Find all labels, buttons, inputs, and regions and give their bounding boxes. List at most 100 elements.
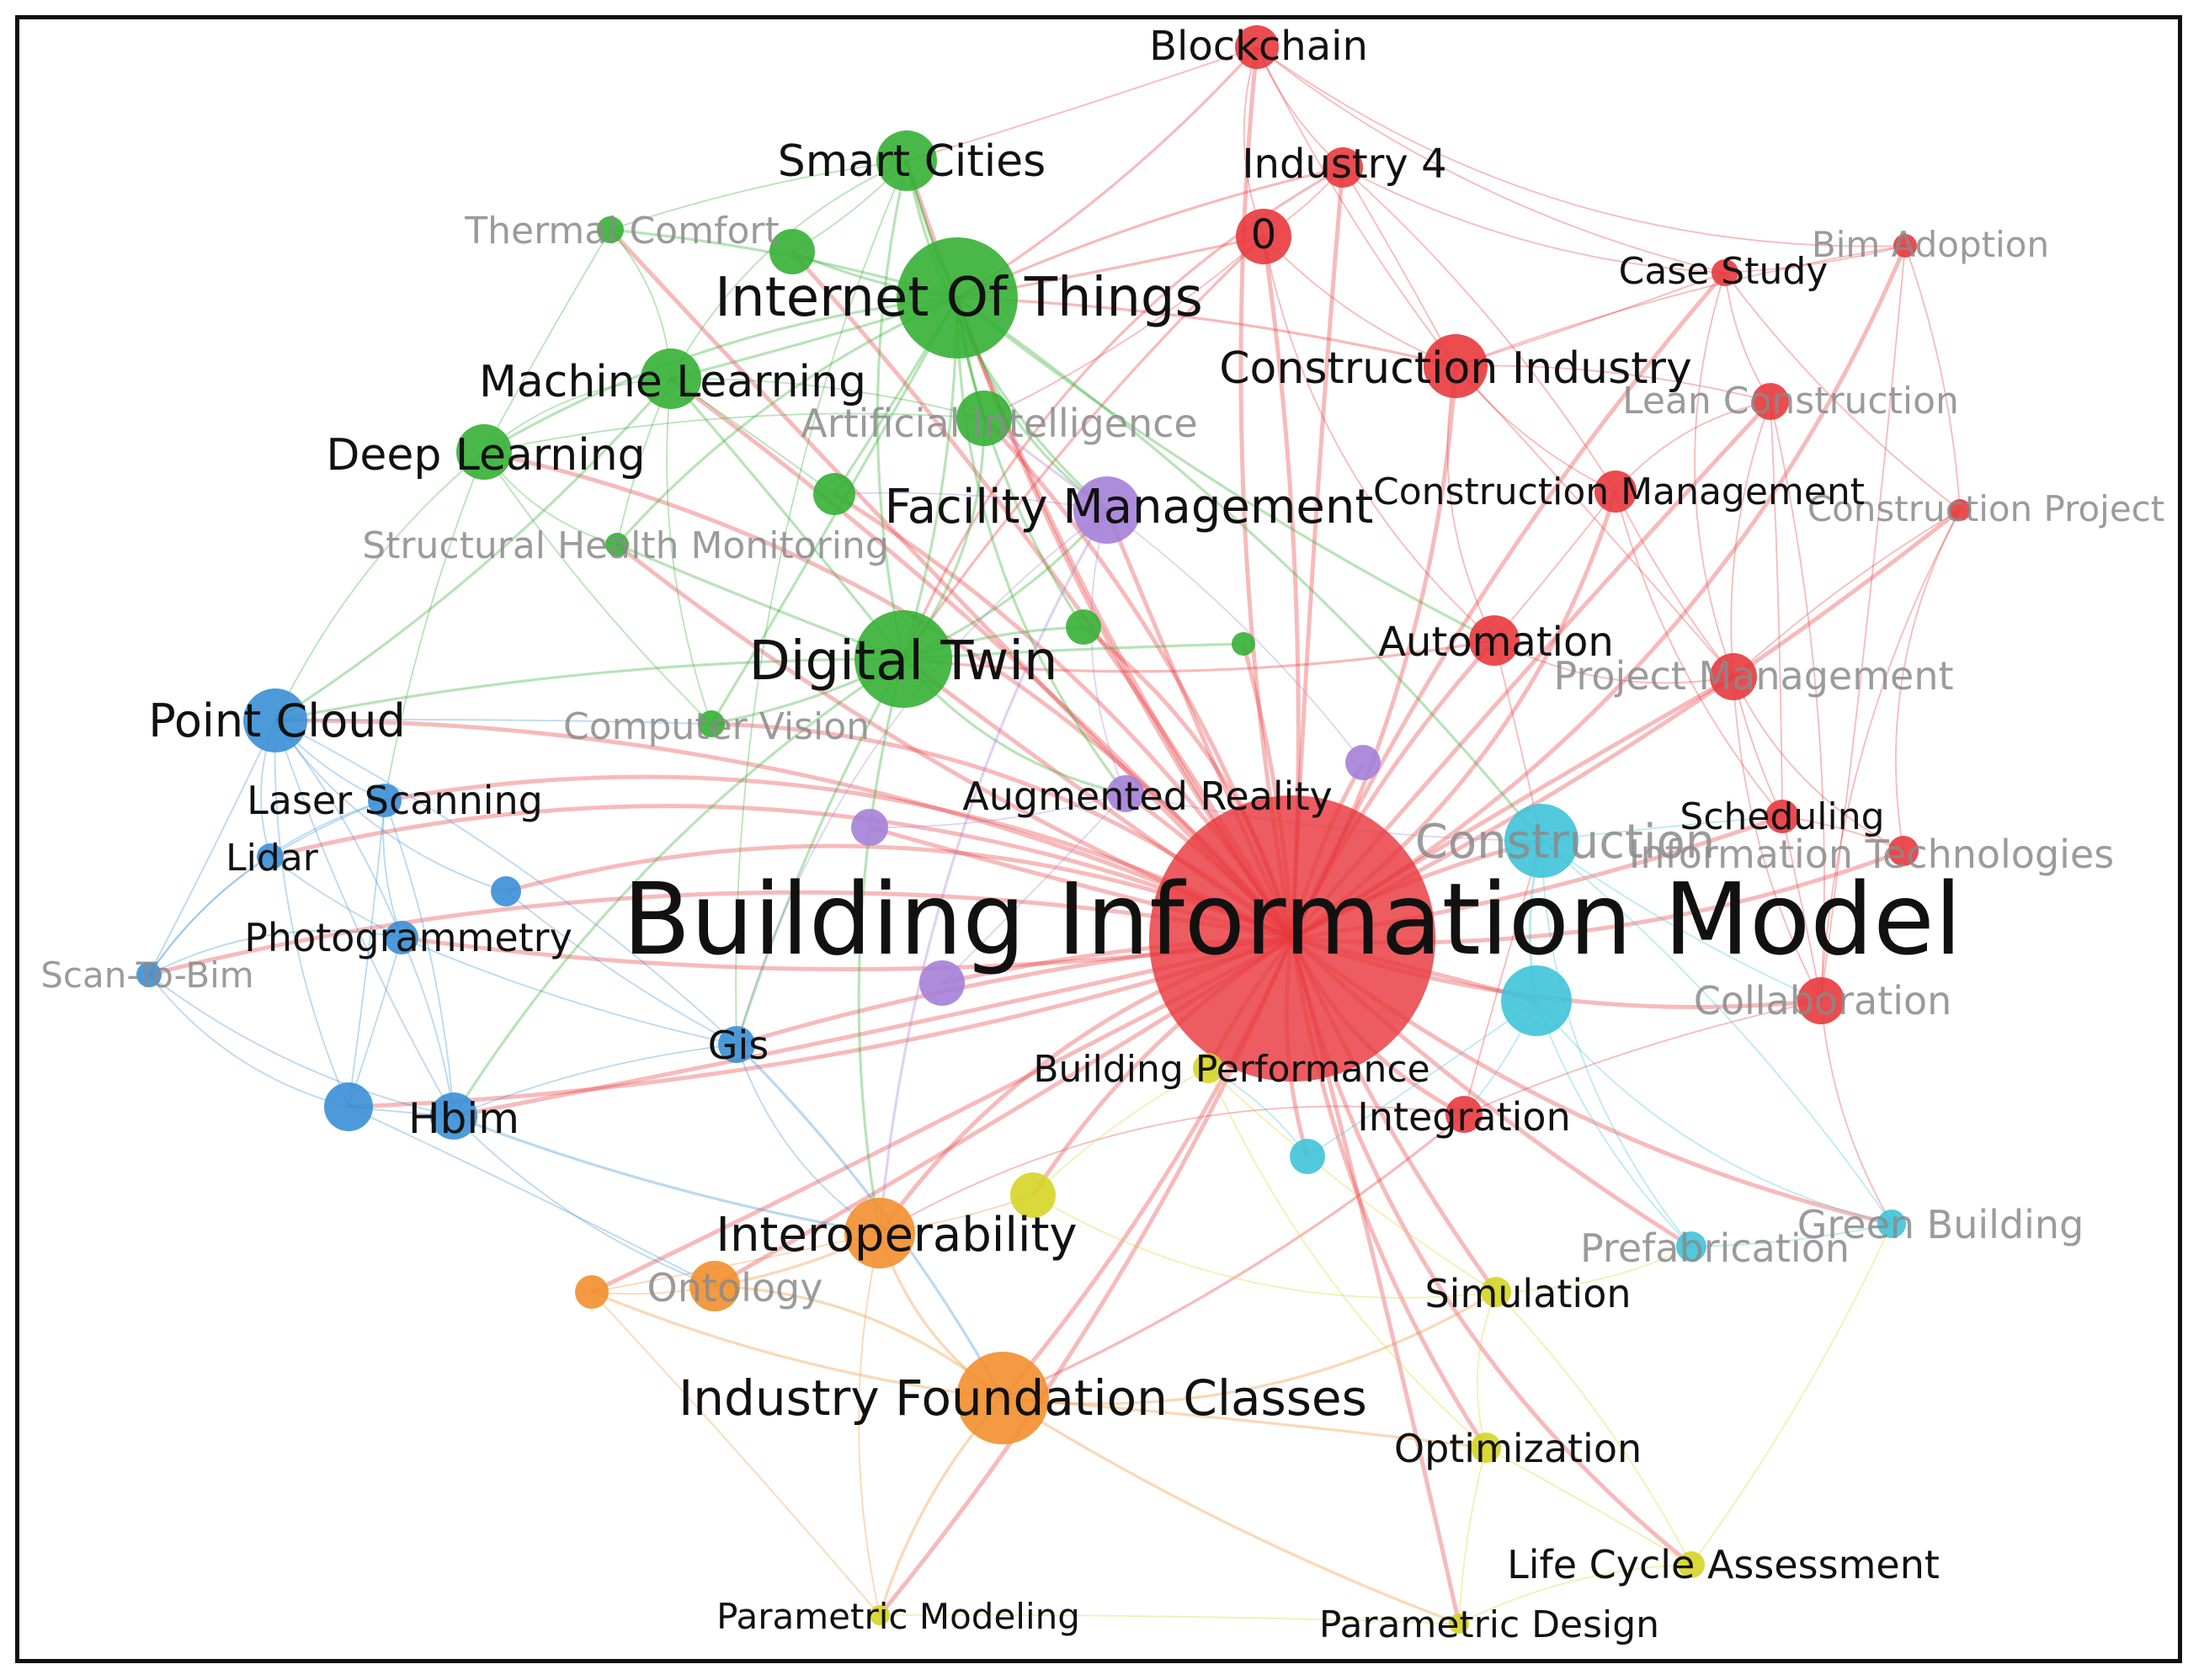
node-smartcities[interactable] [876,130,937,191]
node-casestudy[interactable] [1712,259,1738,286]
node-photogrammetry[interactable] [385,921,418,954]
node-orangenode1[interactable] [575,1275,609,1309]
node-cyannode2[interactable] [1290,1139,1325,1174]
node-greenbuilding[interactable] [1877,1209,1906,1238]
node-bluenode1[interactable] [491,876,521,906]
edge-cyannode1-prefabrication [1536,1000,1692,1247]
edge-lidar-scantobim [148,856,271,976]
node-zero[interactable] [1236,209,1291,264]
label-buildingperformance: Building Performance [1033,1048,1429,1091]
label-lidar: Lidar [226,837,319,880]
node-automation[interactable] [1469,615,1520,666]
node-interoperability[interactable] [844,1198,915,1268]
node-collaboration[interactable] [1797,977,1845,1024]
node-greennode3[interactable] [1066,609,1101,645]
label-parametricmodeling: Parametric Modeling [716,1596,1080,1637]
node-blockchain[interactable] [1235,25,1279,69]
node-leanconstruction[interactable] [1752,383,1789,420]
edge-fm-greennode2 [833,492,1108,511]
edge-pointcloud-gis [274,720,737,1045]
node-parametricmodeling[interactable] [870,1605,890,1625]
node-gis[interactable] [718,1026,755,1063]
node-thermalcomfort[interactable] [597,216,624,243]
node-digitaltwin[interactable] [854,610,952,708]
node-lidar[interactable] [257,843,284,870]
edge-iot-construction [956,296,1543,843]
edge-industry4-casestudy [1342,167,1726,274]
node-hbim[interactable] [430,1093,477,1140]
node-lca[interactable] [1678,1551,1705,1578]
label-ar: Augmented Reality [962,774,1332,819]
edge-photogrammetry-hbim [401,937,455,1117]
node-purplenode1[interactable] [1345,745,1381,780]
edge-optimization-parametricdesign [1458,1447,1487,1624]
node-scantobim[interactable] [136,962,162,987]
node-deeplearning[interactable] [456,424,512,480]
edge-bim-pointcloud [274,718,1294,941]
node-computervision[interactable] [698,710,725,737]
edge-constructionproject-casestudy [1724,272,1961,511]
node-constructionmanagement[interactable] [1594,471,1637,513]
edge-fm-ar [1090,509,1126,795]
node-optimization[interactable] [1471,1433,1501,1463]
node-ml[interactable] [641,348,701,409]
edge-bim-lidar [269,804,1293,941]
node-purplenode3[interactable] [919,960,965,1006]
node-simulation[interactable] [1481,1277,1511,1307]
edge-casestudy-constructionindustry [1455,272,1726,367]
edge-ifc-parametricdesign [1002,1396,1460,1625]
node-greennode1[interactable] [769,229,815,274]
node-cyannode1[interactable] [1501,965,1572,1036]
node-ar[interactable] [1107,775,1144,812]
edge-collaboration-greenbuilding [1820,1000,1893,1225]
node-purplenode2[interactable] [851,809,888,846]
node-pointcloud[interactable] [243,688,307,752]
node-bimadoption[interactable] [1893,234,1917,258]
node-infotech[interactable] [1888,836,1919,866]
edge-iot-deeplearning [483,296,958,454]
edge-simulation-lca [1495,1291,1692,1566]
edge-bim-thermalcomfort [609,228,1294,940]
node-laserscanning[interactable] [368,784,402,817]
edge-bluenode1-gis [505,891,737,1045]
label-construction: Construction [1415,815,1716,869]
node-iot[interactable] [897,237,1018,359]
node-buildingperformance[interactable] [1193,1053,1223,1083]
node-greennode4[interactable] [1232,632,1255,656]
node-industry4[interactable] [1323,147,1363,188]
label-collaboration: Collaboration [1694,978,1952,1023]
edge-casestudy-bimadoption [1724,245,1906,274]
node-bim[interactable] [1149,795,1435,1082]
edge-zero-ai [983,236,1264,419]
node-constructionproject[interactable] [1949,499,1971,521]
label-computervision: Computer Vision [563,705,870,748]
edge-deeplearning-ai [483,412,985,453]
node-yellownode1[interactable] [1010,1172,1056,1218]
edge-fm-gis [736,509,1108,1045]
node-integration[interactable] [1445,1096,1483,1133]
node-ontology[interactable] [689,1261,740,1311]
node-greennode2[interactable] [813,473,855,515]
edge-constructionindustry-projectmanagement [1455,365,1734,678]
node-bluenode2[interactable] [324,1082,373,1131]
node-ai[interactable] [956,391,1012,446]
edge-ml-computervision [666,378,712,725]
edge-construction-greenbuilding [1541,840,1893,1225]
node-projectmanagement[interactable] [1710,653,1757,700]
node-scheduling[interactable] [1765,800,1799,833]
node-constructionindustry[interactable] [1424,334,1488,398]
edge-casestudy-projectmanagement [1694,272,1734,678]
edge-ml-digitaltwin [669,377,905,660]
node-construction[interactable] [1504,804,1578,878]
keyword-cooccurrence-network: Building Information ModelBlockchainIndu… [40,23,2164,1646]
edge-lidar-photogrammetry [269,856,402,938]
label-ontology: Ontology [647,1265,823,1311]
node-fm[interactable] [1073,476,1141,544]
node-shm[interactable] [605,533,629,556]
node-prefabrication[interactable] [1676,1231,1706,1262]
label-blockchain: Blockchain [1149,23,1368,70]
label-prefabrication: Prefabrication [1580,1225,1850,1271]
node-ifc[interactable] [956,1352,1049,1444]
edge-pointcloud-bluenode2 [274,720,349,1108]
node-parametricdesign[interactable] [1449,1614,1469,1634]
